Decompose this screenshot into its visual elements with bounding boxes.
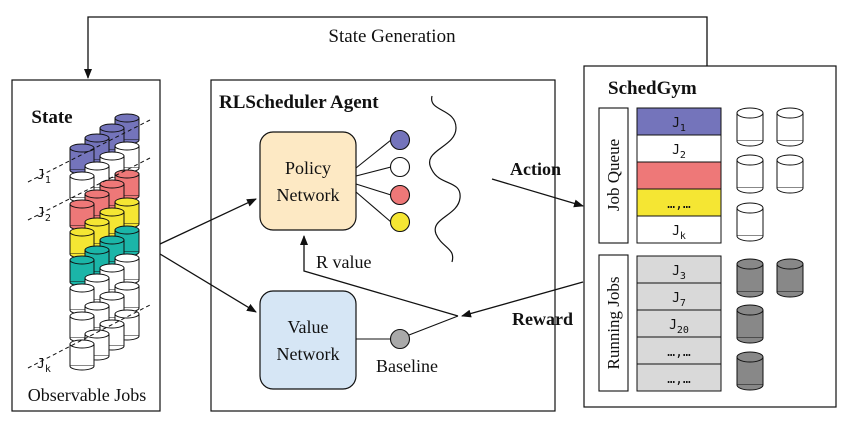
running-cell-label: J7 [672, 291, 686, 309]
running-cell [636, 282, 722, 311]
queue-cell-label: J1 [672, 116, 686, 134]
running-cell-label: …,… [667, 345, 691, 360]
baseline-label: Baseline [376, 356, 438, 376]
row-label-jk: Jk [37, 357, 51, 375]
agent-title: RLScheduler Agent [219, 92, 379, 113]
queue-cell-label: …,… [667, 197, 691, 212]
node-disk [736, 304, 764, 344]
node-disks [736, 107, 804, 391]
running-cell [636, 363, 722, 392]
node-disk [736, 351, 764, 391]
baseline-to-sum-line [408, 315, 459, 336]
r-value-label: R value [316, 252, 372, 272]
row-label-j2: J2 [37, 206, 51, 224]
running-cell-label: J20 [669, 318, 689, 336]
policy-output-line-2 [355, 166, 392, 177]
policy-network-label-1: Policy [285, 158, 331, 178]
node-disk [736, 258, 764, 298]
row-label-j1: J1 [37, 168, 51, 186]
schedgym-title: SchedGym [608, 78, 697, 99]
agent-panel [210, 79, 556, 412]
node-disk [776, 154, 804, 194]
running-cell [636, 336, 722, 365]
queue-cell-label: J2 [672, 143, 686, 161]
state-to-value-arrow [159, 253, 257, 313]
queue-cell [636, 215, 722, 244]
output-node-red [389, 184, 411, 206]
reward-arrow [461, 281, 584, 318]
policy-output-line-4 [355, 191, 392, 223]
job-cylinder [114, 169, 140, 201]
policy-network-label-2: Network [277, 185, 340, 205]
node-disk [736, 154, 764, 194]
running-cell [636, 255, 722, 284]
job-cylinder [69, 339, 95, 371]
output-node-yellow [389, 211, 411, 233]
probability-distribution-curve [429, 95, 461, 263]
state-generation-label: State Generation [328, 26, 456, 47]
running-cell-label: …,… [667, 372, 691, 387]
running-jobs-label: Running Jobs [604, 276, 623, 369]
reward-label: Reward [512, 309, 573, 329]
row-divider-dashed [27, 304, 151, 369]
state-to-policy-arrow [159, 198, 257, 245]
queue-cell [636, 161, 722, 190]
queue-cell [636, 107, 722, 136]
queue-cell-label: Jk [672, 224, 686, 242]
value-network-label-2: Network [277, 344, 340, 364]
policy-network [259, 131, 357, 231]
schedgym-panel [583, 65, 837, 408]
running-cell [636, 309, 722, 338]
policy-output-line-1 [355, 139, 392, 169]
state-generation-arrow [84, 16, 708, 79]
value-network-label-1: Value [288, 317, 329, 337]
baseline-node [389, 328, 411, 350]
action-label: Action [510, 159, 561, 179]
queue-cell [636, 134, 722, 163]
observable-jobs-label: Observable Jobs [28, 385, 146, 405]
job-queue-label: Job Queue [604, 139, 623, 211]
row-divider-dashed [27, 157, 151, 221]
output-node-white [389, 156, 411, 178]
running-jobs-header [598, 254, 629, 392]
running-cell-label: J3 [672, 264, 686, 282]
queue-cell [636, 188, 722, 217]
value-network [259, 290, 357, 390]
node-disk [776, 107, 804, 147]
node-disk [776, 258, 804, 298]
observable-job-stack [27, 113, 151, 371]
state-title: State [31, 107, 72, 128]
node-disk [736, 202, 764, 242]
action-arrow [491, 178, 584, 208]
output-node-purple [389, 129, 411, 151]
policy-output-line-3 [355, 183, 392, 196]
node-disk [736, 107, 764, 147]
job-queue-header [598, 107, 629, 244]
row-divider-dashed [27, 119, 151, 183]
r-value-arrow [300, 235, 459, 317]
